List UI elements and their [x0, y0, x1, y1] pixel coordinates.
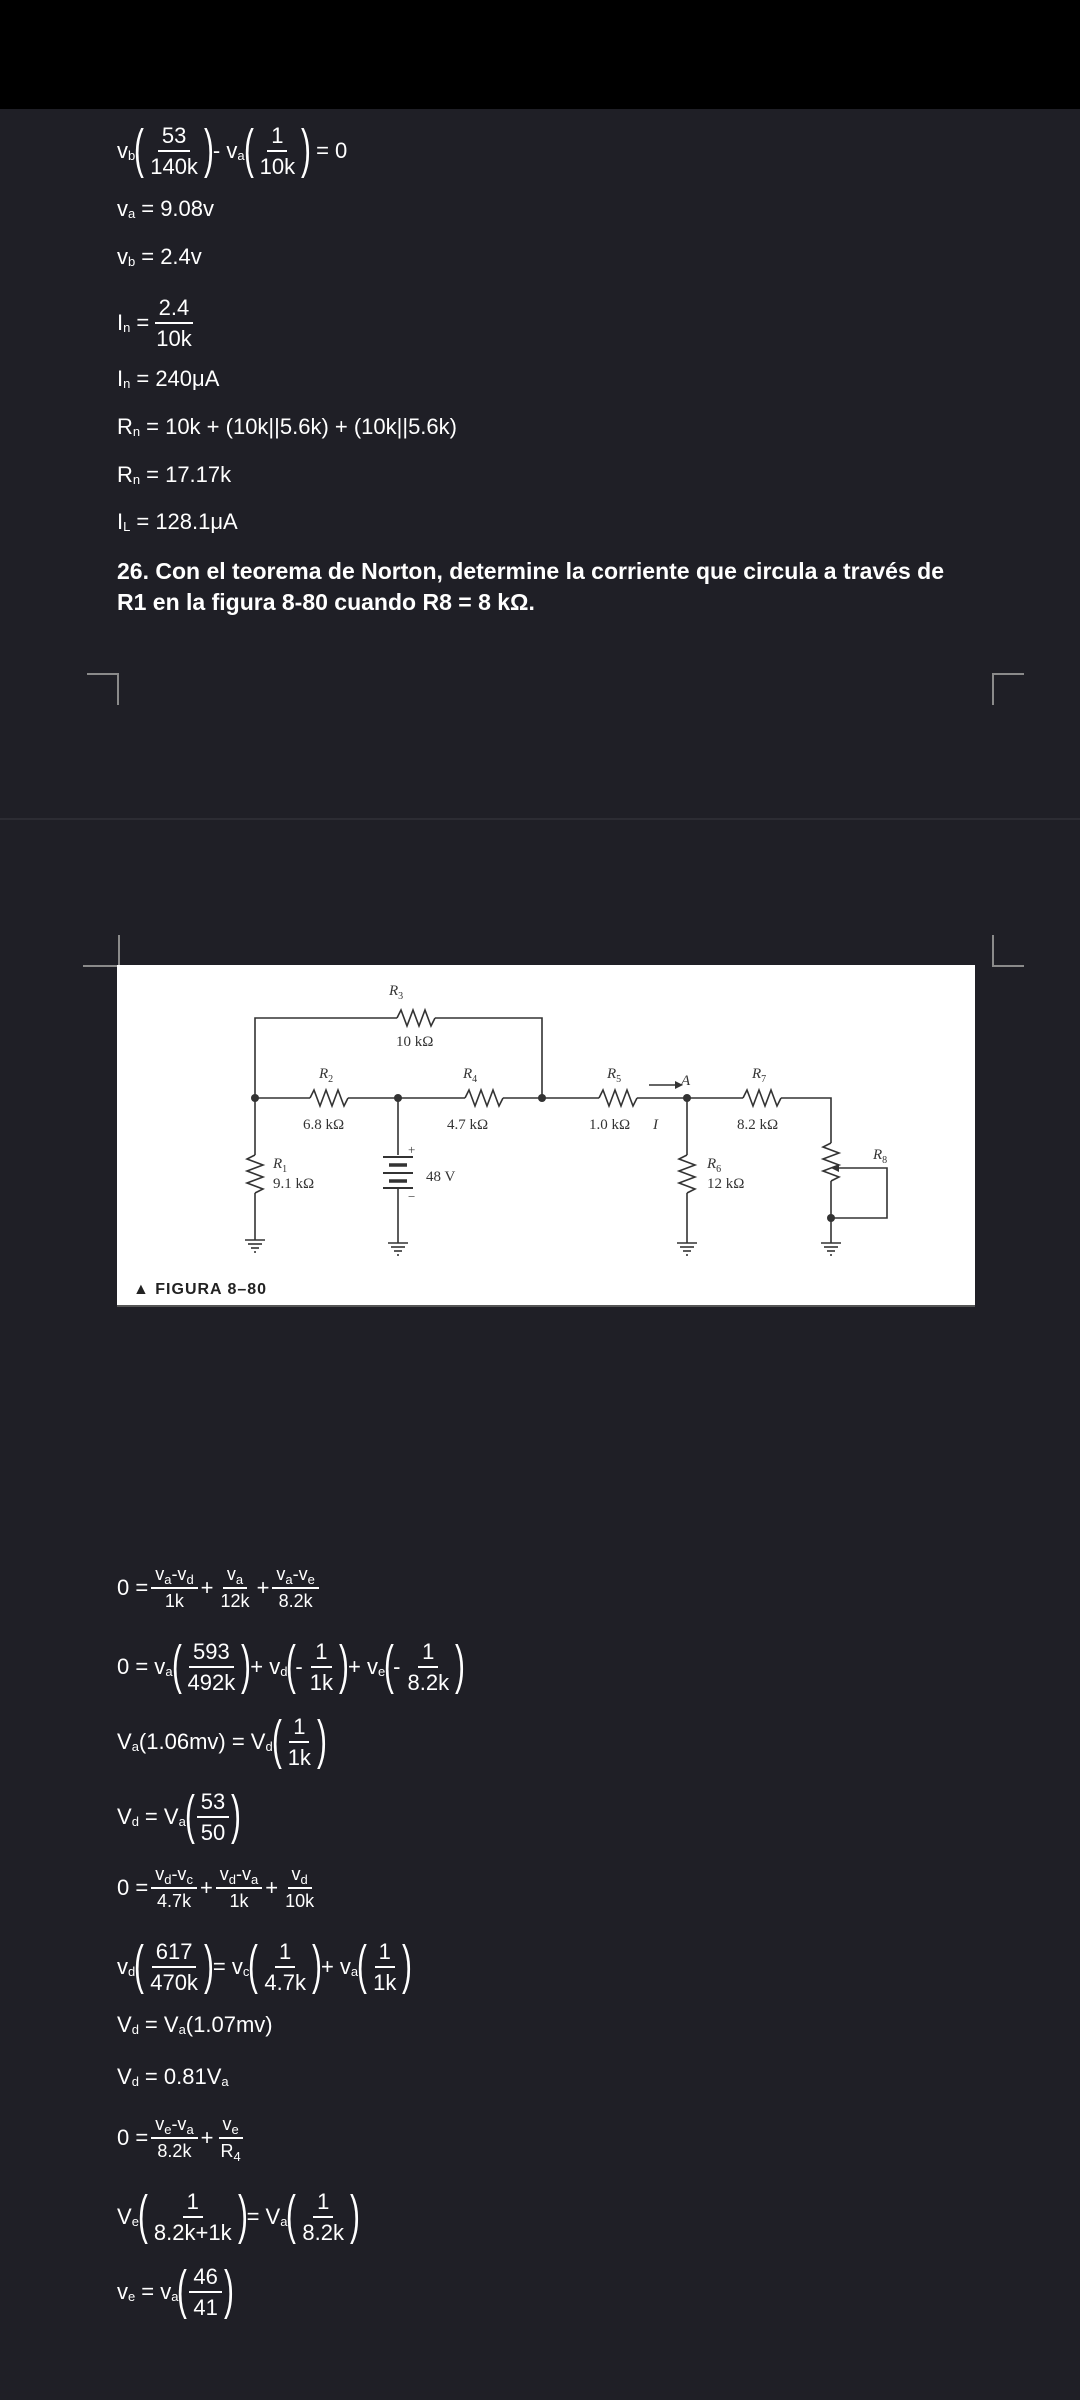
- battery-icon: [383, 1156, 413, 1189]
- svg-text:9.1 kΩ: 9.1 kΩ: [273, 1176, 314, 1192]
- resistor-r2: [309, 1087, 349, 1109]
- svg-text:−: −: [408, 1189, 415, 1204]
- svg-text:R5: R5: [606, 1066, 621, 1085]
- circuit-figure: R3 10 kΩ R2 6.8 kΩ R4 4.7 kΩ R5 1.0 kΩ I…: [117, 965, 975, 1307]
- svg-text:R7: R7: [751, 1066, 766, 1085]
- ground-icon: [677, 1242, 697, 1256]
- resistor-r1: [244, 1154, 266, 1194]
- crop-mark: [992, 673, 1024, 705]
- resistor-r7: [742, 1087, 782, 1109]
- resistor-r6: [676, 1154, 698, 1194]
- svg-text:10 kΩ: 10 kΩ: [396, 1034, 433, 1050]
- svg-text:A: A: [680, 1073, 691, 1089]
- svg-text:1.0 kΩ: 1.0 kΩ: [589, 1117, 630, 1133]
- resistor-r3: [396, 1007, 436, 1029]
- resistor-r5: [598, 1087, 638, 1109]
- crop-mark: [992, 935, 1024, 967]
- resistor-r4: [464, 1087, 504, 1109]
- svg-text:R2: R2: [318, 1066, 333, 1085]
- figure-rule: [117, 1305, 975, 1307]
- ground-icon: [245, 1239, 265, 1253]
- ground-icon: [821, 1242, 841, 1256]
- crop-mark: [87, 673, 119, 705]
- svg-text:6.8 kΩ: 6.8 kΩ: [303, 1117, 344, 1133]
- svg-text:R1: R1: [272, 1156, 287, 1175]
- svg-text:R4: R4: [462, 1066, 477, 1085]
- page-separator: [0, 818, 1080, 820]
- status-bar: [0, 0, 1080, 109]
- svg-text:R6: R6: [706, 1156, 721, 1175]
- figure-caption: ▲ FIGURA 8–80: [133, 1281, 268, 1298]
- svg-text:R3: R3: [388, 983, 403, 1002]
- svg-text:12 kΩ: 12 kΩ: [707, 1176, 744, 1192]
- ground-icon: [388, 1242, 408, 1256]
- problem-statement: 26. Con el teorema de Norton, determine …: [117, 558, 945, 615]
- crop-mark: [83, 935, 120, 967]
- svg-text:48 V: 48 V: [426, 1169, 455, 1185]
- circuit-diagram: R3 10 kΩ R2 6.8 kΩ R4 4.7 kΩ R5 1.0 kΩ I…: [244, 983, 888, 1256]
- svg-text:R8: R8: [872, 1147, 887, 1166]
- svg-text:I: I: [652, 1117, 659, 1133]
- svg-text:+: +: [408, 1142, 415, 1157]
- svg-text:4.7 kΩ: 4.7 kΩ: [447, 1117, 488, 1133]
- resistor-r8: [820, 1142, 842, 1182]
- svg-text:8.2 kΩ: 8.2 kΩ: [737, 1117, 778, 1133]
